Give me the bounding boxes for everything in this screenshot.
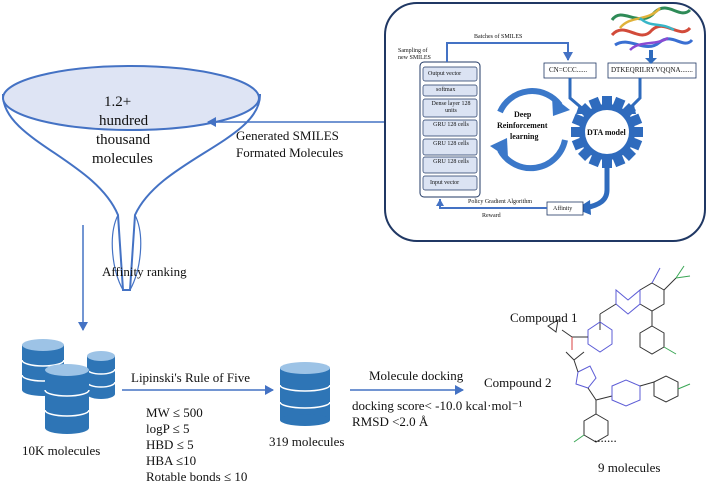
arrow-reward	[436, 199, 547, 209]
protein-structure-image	[610, 6, 694, 51]
generated-smiles-label-1: Generated SMILES	[236, 128, 339, 143]
drl-label-2: Reinforcement	[497, 121, 548, 130]
lipinski-rule-1: MW ≤ 500	[146, 405, 203, 420]
layer-softmax: softmax	[436, 87, 456, 93]
layer-gru-1: GRU 128 cells	[433, 122, 469, 128]
sampling-label-1: Sampling of	[398, 48, 428, 54]
database-319-icon	[279, 362, 331, 426]
lipinski-rule-3: HBD ≤ 5	[146, 437, 194, 452]
funnel-text-2: hundred	[99, 113, 149, 129]
layer-output-vector: Output vector	[428, 71, 462, 77]
funnel-text-4: molecules	[92, 151, 153, 167]
layer-input-vector: Input vector	[430, 180, 460, 186]
drl-label-3: learning	[510, 132, 539, 141]
lipinski-rule-2: logP ≤ 5	[146, 421, 190, 436]
funnel-text-1: 1.2+	[104, 94, 132, 110]
db-10k-label: 10K molecules	[22, 443, 101, 458]
sampling-label-2: new SMILES	[398, 55, 431, 61]
batches-label: Batches of SMILES	[474, 34, 523, 40]
compound-1-label: Compound 1	[510, 310, 578, 325]
funnel-shape	[1, 65, 262, 291]
funnel-text-3: thousand	[96, 132, 151, 148]
layer-gru-3: GRU 128 cells	[433, 159, 469, 165]
layer-dense: Dense layer 128 units	[431, 101, 471, 114]
db-319-label: 319 molecules	[269, 434, 345, 449]
lipinski-rule-5: Rotable bonds ≤ 10	[146, 469, 248, 483]
docking-criteria-2: RMSD <2.0 Å	[352, 414, 429, 429]
dta-model-label: DTA model	[587, 128, 626, 137]
compounds-total-label: 9 molecules	[598, 460, 661, 475]
lipinski-rule-4: HBA ≤10	[146, 453, 197, 468]
sequence-example: DTKEQRILRYVQQNA.......	[611, 66, 693, 74]
arrow-sequence-to-dta	[626, 78, 642, 112]
docking-criteria-1: docking score< -10.0 kcal·mol⁻¹	[352, 398, 523, 413]
compound-2-label: Compound 2	[484, 375, 552, 390]
affinity-box-label: Affinity	[553, 206, 573, 212]
affinity-ranking-label: Affinity ranking	[102, 264, 187, 279]
arrow-batches	[446, 42, 573, 62]
layer-gru-2: GRU 128 cells	[433, 141, 469, 147]
database-10k-icon	[21, 339, 116, 434]
network-stack	[419, 61, 481, 198]
compound-ellipsis: .......	[594, 430, 617, 445]
reward-label: Reward	[482, 213, 501, 219]
policy-gradient-label: Policy Gradient Algorithm	[468, 199, 532, 205]
lipinski-title: Lipinski's Rule of Five	[131, 370, 250, 385]
compound-2-structure	[565, 351, 691, 443]
drl-label-1: Deep	[514, 110, 532, 119]
smiles-example: CN=CCC......	[549, 66, 588, 74]
compound-1-structure	[547, 265, 691, 355]
generated-smiles-label-2: Formated Molecules	[236, 145, 344, 160]
docking-title: Molecule docking	[369, 368, 464, 383]
